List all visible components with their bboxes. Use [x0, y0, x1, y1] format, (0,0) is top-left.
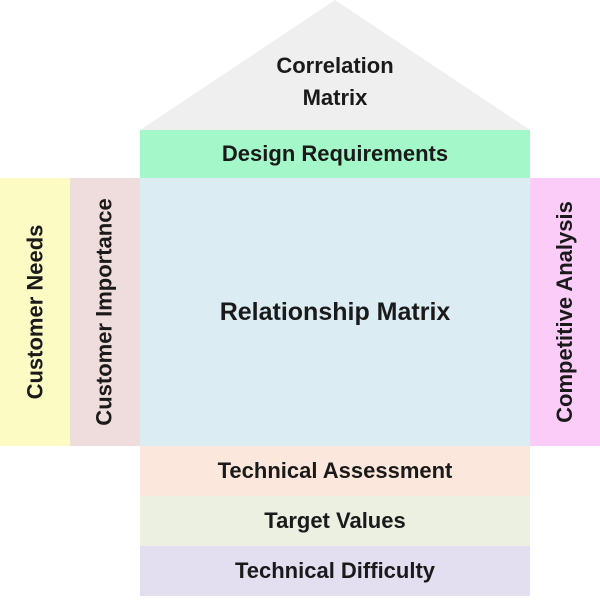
roof-triangle — [140, 0, 530, 130]
relationship-matrix-label: Relationship Matrix — [219, 297, 451, 326]
technical-difficulty-block: Technical Difficulty — [140, 546, 530, 596]
competitive-analysis-block: Competitive Analysis — [530, 178, 600, 446]
correlation-matrix-roof — [140, 0, 530, 130]
design-requirements-label: Design Requirements — [221, 141, 449, 166]
customer-importance-block: Customer Importance — [70, 178, 140, 446]
relationship-matrix-block: Relationship Matrix — [140, 178, 530, 446]
target-values-label: Target Values — [264, 508, 406, 533]
customer-importance-label: Customer Importance — [92, 198, 118, 426]
technical-difficulty-label: Technical Difficulty — [234, 558, 436, 583]
competitive-analysis-label: Competitive Analysis — [552, 201, 578, 423]
target-values-block: Target Values — [140, 496, 530, 546]
correlation-matrix-line-1: Correlation — [276, 53, 394, 78]
correlation-matrix-line-2: Matrix — [302, 85, 368, 110]
correlation-matrix-label: Correlation Matrix — [140, 50, 530, 114]
customer-needs-block: Customer Needs — [0, 178, 70, 446]
customer-needs-label: Customer Needs — [22, 224, 47, 400]
technical-assessment-block: Technical Assessment — [140, 446, 530, 496]
technical-assessment-label: Technical Assessment — [217, 458, 453, 483]
design-requirements-block: Design Requirements — [140, 130, 530, 178]
